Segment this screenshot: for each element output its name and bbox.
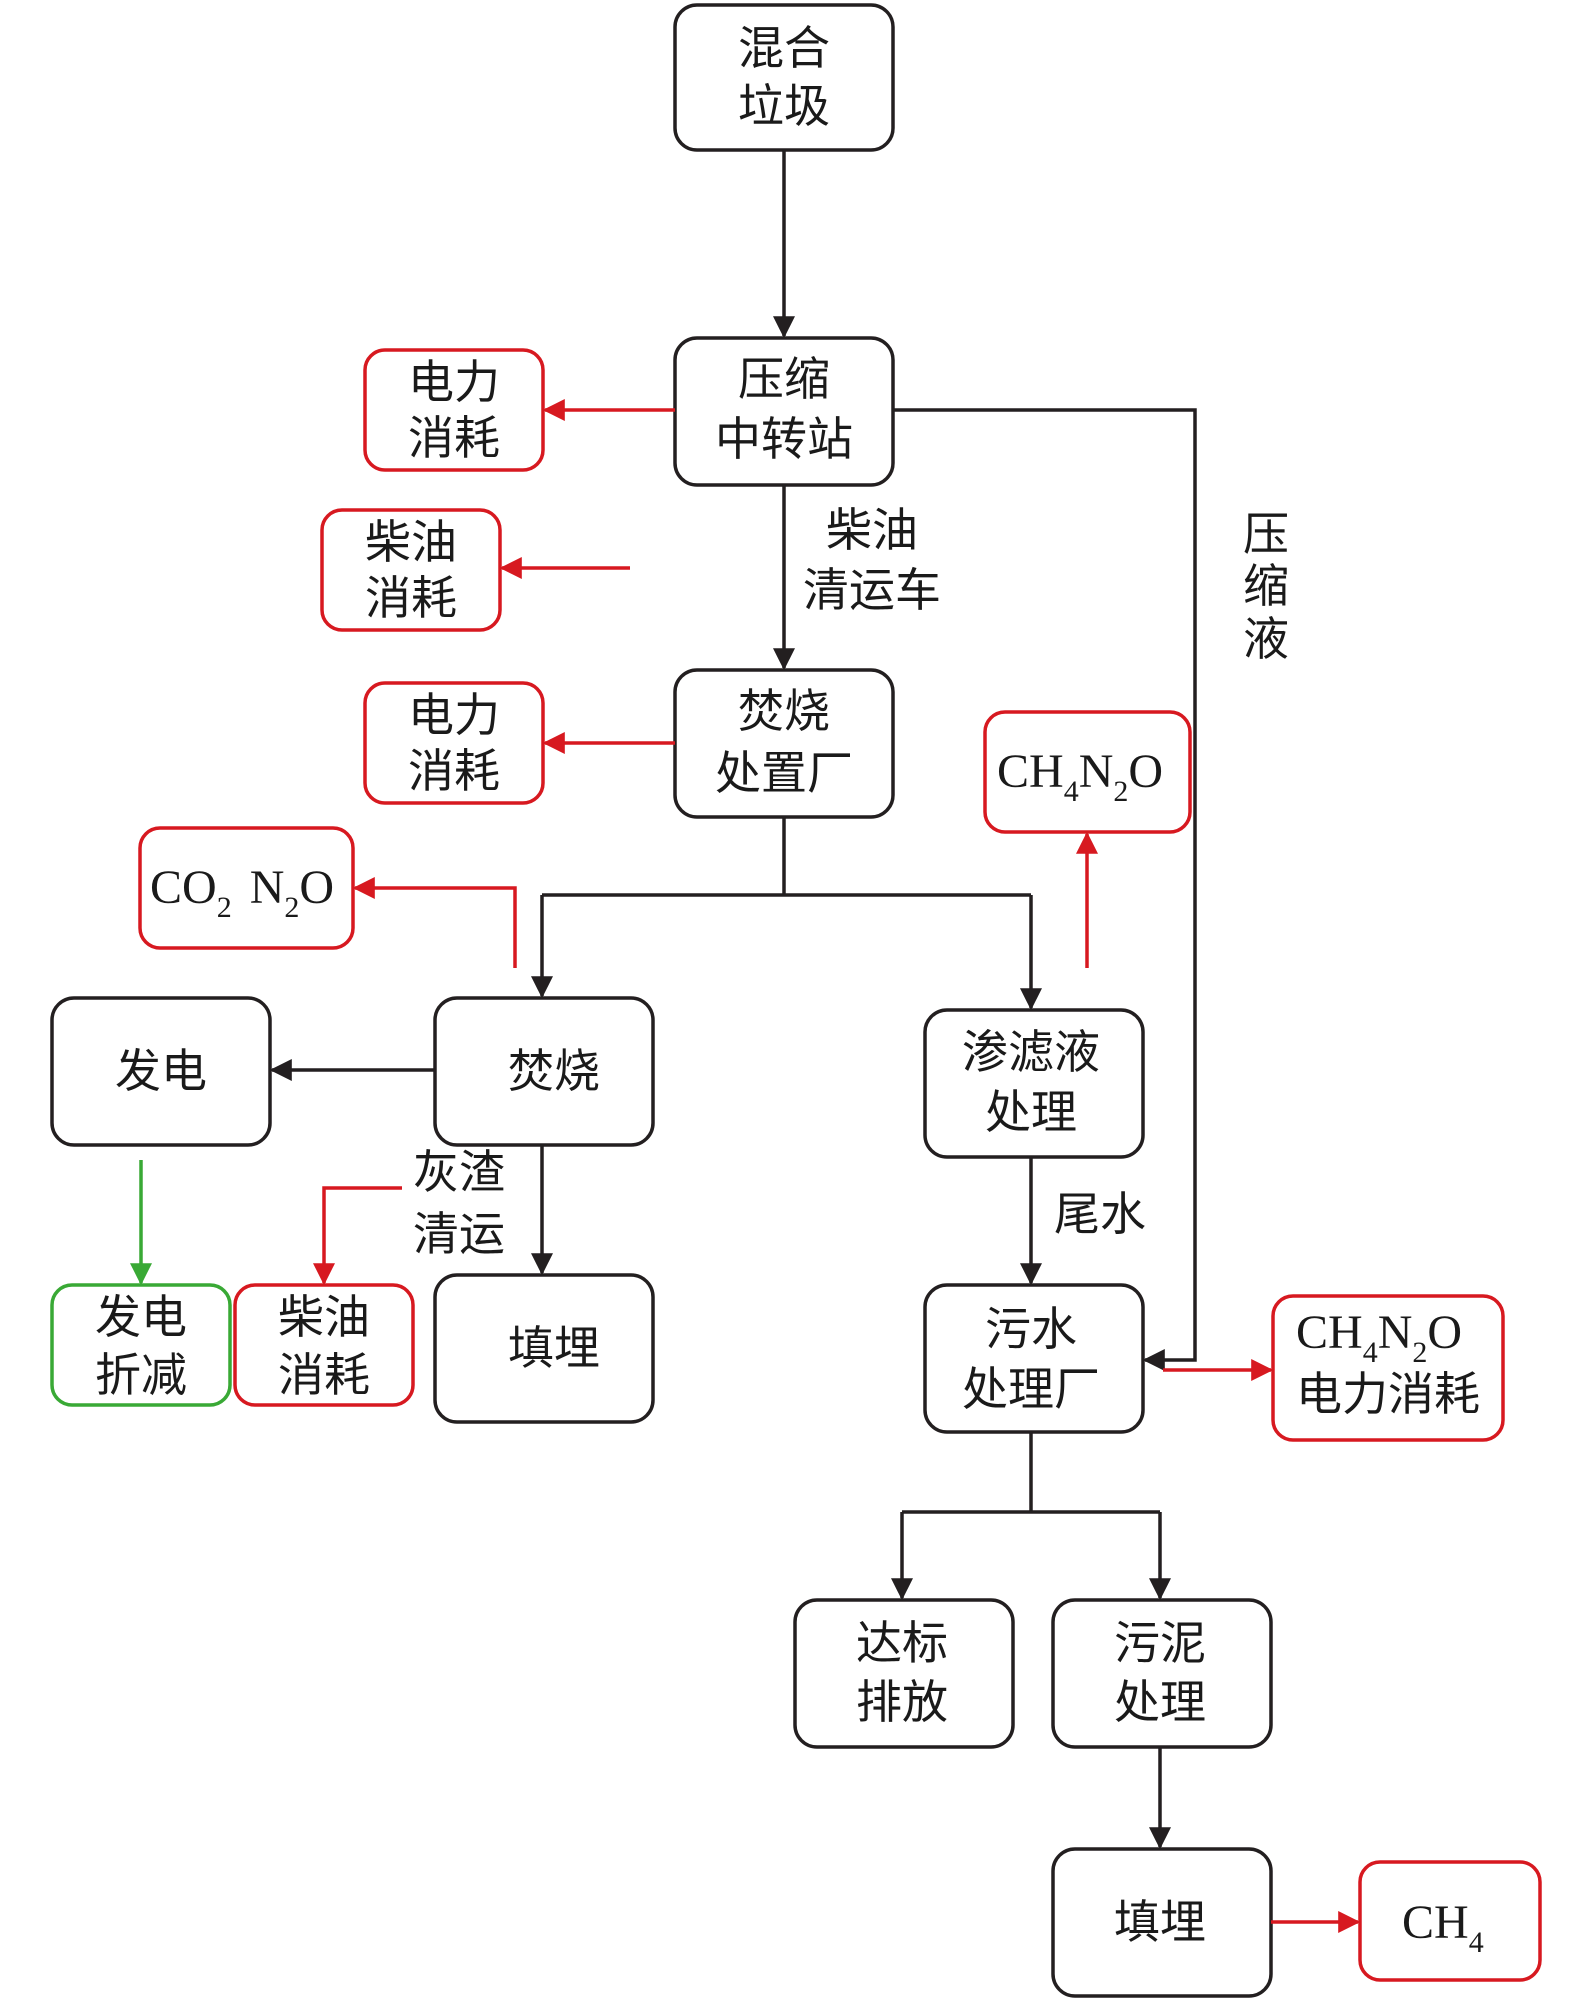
emission-wastewater: CH4N2O 电力消耗 <box>1271 1294 1505 1442</box>
node-transfer-station-line2: 中转站 <box>715 412 853 466</box>
edge-label-compressed-liquid-char1: 压 <box>1243 507 1289 561</box>
node-incineration-plant-line2: 处置厂 <box>715 746 853 800</box>
emission-plant-power-line1: 电力 <box>408 688 500 742</box>
edge-label-ash-transport: 灰渣 清运 <box>413 1145 505 1261</box>
node-compliant-discharge-line1: 达标 <box>856 1616 948 1670</box>
emission-transfer-power-line2: 消耗 <box>408 411 500 465</box>
node-landfill-ash-label: 填埋 <box>508 1321 600 1375</box>
edge-label-compressed-liquid-char3: 液 <box>1243 612 1289 666</box>
node-sludge-treatment-line2: 处理 <box>1114 1675 1206 1729</box>
edge-label-diesel-truck-line2: 清运车 <box>803 563 941 617</box>
node-compliant-discharge: 达标 排放 <box>793 1598 1015 1749</box>
edge-label-diesel-truck-line1: 柴油 <box>826 503 918 557</box>
edge-label-diesel-truck: 柴油 清运车 <box>803 503 941 617</box>
offset-power: 发电 折减 <box>50 1283 232 1407</box>
node-mixed-waste-line2: 垃圾 <box>738 79 830 133</box>
node-leachate-treatment-line1: 渗滤液 <box>962 1025 1100 1079</box>
emission-plant-power: 电力 消耗 <box>363 681 545 805</box>
emission-ash-diesel-line2: 消耗 <box>278 1348 370 1402</box>
emission-transport-diesel-line1: 柴油 <box>365 515 457 569</box>
emission-ash-diesel-line1: 柴油 <box>278 1290 370 1344</box>
node-incineration-plant: 焚烧 处置厂 <box>673 668 895 819</box>
node-transfer-station-line1: 压缩 <box>738 352 830 406</box>
node-incineration-plant-line1: 焚烧 <box>738 684 830 738</box>
emission-transport-diesel-line2: 消耗 <box>365 571 457 625</box>
node-power-generation: 发电 <box>50 996 272 1147</box>
emission-transport-diesel: 柴油 消耗 <box>320 508 502 632</box>
edge-label-compressed-liquid: 压 缩 液 <box>1243 507 1289 666</box>
node-incineration-label: 焚烧 <box>508 1044 600 1098</box>
node-compliant-discharge-line2: 排放 <box>856 1675 948 1729</box>
edge-incineration-to-gas-emission <box>352 877 517 968</box>
emission-landfill-ch4-formula: CH4 <box>1402 1896 1484 1959</box>
node-sludge-treatment: 污泥 处理 <box>1051 1598 1273 1749</box>
edge-label-ash-transport-line2: 清运 <box>413 1207 505 1261</box>
node-landfill-ash: 填埋 <box>433 1273 655 1424</box>
emission-transfer-power-line1: 电力 <box>408 355 500 409</box>
node-mixed-waste-line1: 混合 <box>738 21 830 75</box>
emission-leachate-gas: CH4N2O <box>983 710 1192 834</box>
edge-compressed-liquid <box>893 408 1197 1371</box>
node-wastewater-plant-line1: 污水 <box>985 1302 1077 1356</box>
node-incineration: 焚烧 <box>433 996 655 1147</box>
edge-label-compressed-liquid-char2: 缩 <box>1243 559 1289 613</box>
node-leachate-treatment: 渗滤液 处理 <box>923 1008 1145 1159</box>
node-wastewater-plant: 污水 处理厂 <box>923 1283 1145 1434</box>
emission-wastewater-line2: 电力消耗 <box>1296 1367 1480 1421</box>
node-transfer-station: 压缩 中转站 <box>673 336 895 487</box>
node-wastewater-plant-line2: 处理厂 <box>962 1362 1100 1416</box>
emission-plant-power-line2: 消耗 <box>408 744 500 798</box>
emission-transfer-power: 电力 消耗 <box>363 348 545 472</box>
emission-ash-diesel: 柴油 消耗 <box>233 1283 415 1407</box>
node-landfill-sludge: 填埋 <box>1051 1847 1273 1998</box>
node-sludge-treatment-line1: 污泥 <box>1114 1616 1206 1670</box>
node-mixed-waste: 混合 垃圾 <box>673 3 895 152</box>
emission-landfill-ch4: CH4 <box>1358 1860 1542 1982</box>
edge-label-tail-water-text: 尾水 <box>1054 1187 1146 1241</box>
offset-power-line1: 发电 <box>95 1290 187 1344</box>
node-power-generation-label: 发电 <box>115 1044 207 1098</box>
node-landfill-sludge-label: 填埋 <box>1114 1895 1206 1949</box>
edge-ash-transport-to-diesel-emission <box>313 1186 402 1286</box>
emission-wastewater-formula: CH4N2O <box>1296 1306 1462 1369</box>
edge-label-ash-transport-line1: 灰渣 <box>413 1145 505 1199</box>
edge-label-tail-water: 尾水 <box>1054 1187 1146 1241</box>
node-leachate-treatment-line2: 处理 <box>985 1085 1077 1139</box>
emission-leachate-gas-formula: CH4N2O <box>997 745 1163 808</box>
offset-power-line2: 折减 <box>95 1348 187 1402</box>
